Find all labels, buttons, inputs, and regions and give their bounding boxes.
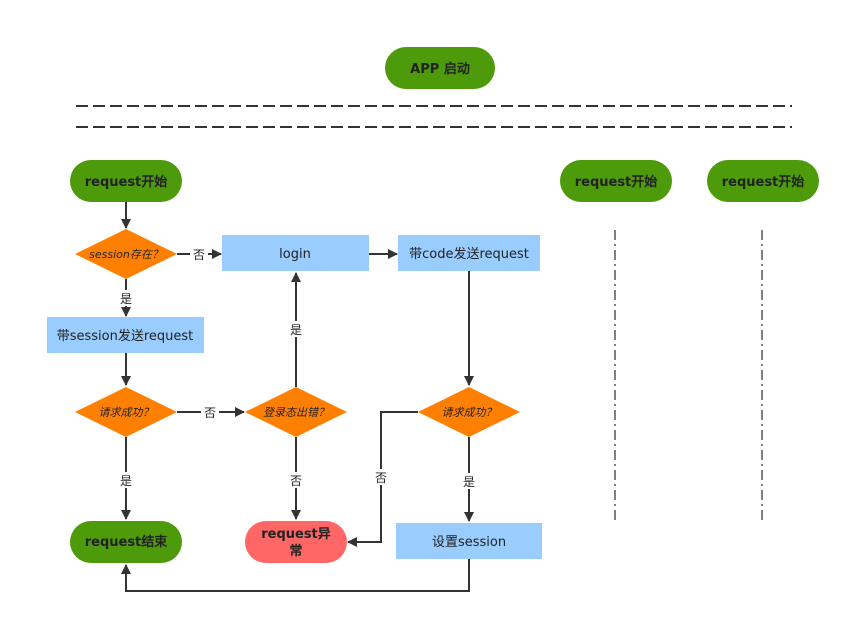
edge-set-session-to-end [121,559,470,592]
edge-label-yes-2: 是 [120,474,132,488]
app-start-label: APP 启动 [410,61,470,77]
edge-label-yes-1: 是 [120,292,132,306]
decision-login-error: 登录态出错？ [245,387,347,437]
edge-label-yes-login: 是 [290,323,302,337]
process-send-with-code-label: 带code发送request [409,246,529,262]
edge-label-no-3: 否 [290,474,302,488]
request-start-node-2: request开始 [560,160,672,202]
app-start-node: APP 启动 [385,47,495,89]
edge-label-no-1: 否 [193,248,205,262]
request-start-node-1: request开始 [70,160,182,202]
decision-login-error-label: 登录态出错？ [263,406,329,419]
process-set-session: 设置session [396,523,542,559]
decision-request-success-2: 请求成功？ [418,387,520,437]
edge-label-no-4: 否 [375,471,387,485]
request-start-node-3: request开始 [707,160,819,202]
process-login: login [222,235,369,271]
request-start-label-3: request开始 [722,174,805,190]
decision-session-exists-label: session存在？ [89,248,163,261]
request-start-label-1: request开始 [85,174,168,190]
decision-session-exists: session存在？ [75,229,177,279]
edge-label-yes-3: 是 [463,475,475,489]
request-end-label: request结束 [85,534,169,550]
request-error-label-line2: 常 [289,543,302,559]
request-error-node: request异 常 [245,521,347,563]
decision-request-success-1-label: 请求成功？ [99,406,154,419]
decision-request-success-2-label: 请求成功？ [442,406,497,419]
process-set-session-label: 设置session [432,535,506,550]
process-send-with-code: 带code发送request [398,235,540,271]
request-error-label-line1: request异 [261,527,331,542]
process-send-with-session: 带session发送request [47,317,204,353]
edge-label-no-2: 否 [204,406,216,420]
request-start-label-2: request开始 [575,174,658,190]
request-end-node: request结束 [70,521,182,563]
decision-request-success-1: 请求成功？ [75,387,177,437]
process-send-with-session-label: 带session发送request [57,328,194,344]
process-login-label: login [279,247,311,262]
